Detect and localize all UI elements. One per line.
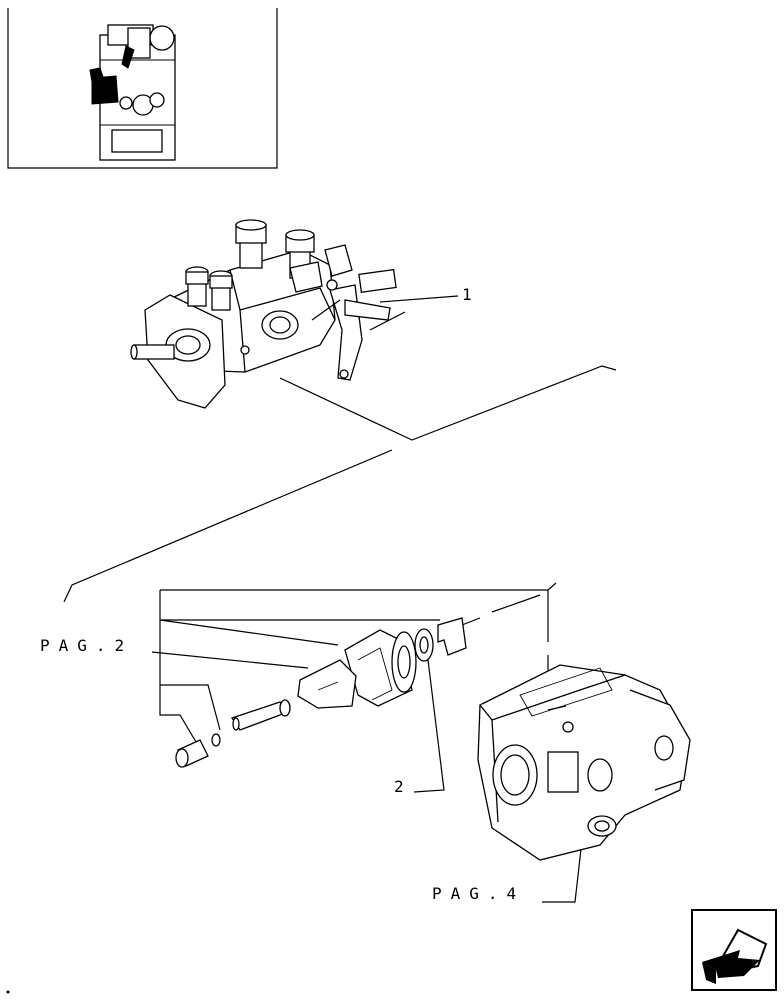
bracket-part — [437, 617, 467, 656]
page-ref-pag4[interactable]: PAG.4 — [432, 884, 525, 903]
corner-dot — [6, 990, 10, 994]
engine-thumbnail-icon — [89, 24, 176, 161]
exploded-components — [175, 617, 467, 768]
page-ref-pag2[interactable]: PAG.2 — [40, 636, 133, 655]
gear-part — [344, 629, 417, 707]
arrow-next-page-icon — [702, 928, 768, 984]
next-page-button[interactable] — [691, 909, 777, 991]
callout-2: 2 — [394, 777, 404, 796]
engine-locator-thumbnail — [7, 8, 278, 169]
highlight-marker — [91, 75, 119, 105]
fork-part — [297, 659, 357, 709]
injection-pump-assembly — [130, 219, 406, 409]
callout-1: 1 — [462, 285, 472, 304]
leader-lines — [63, 295, 617, 903]
pump-housing — [477, 664, 691, 861]
ring-part — [211, 733, 221, 747]
